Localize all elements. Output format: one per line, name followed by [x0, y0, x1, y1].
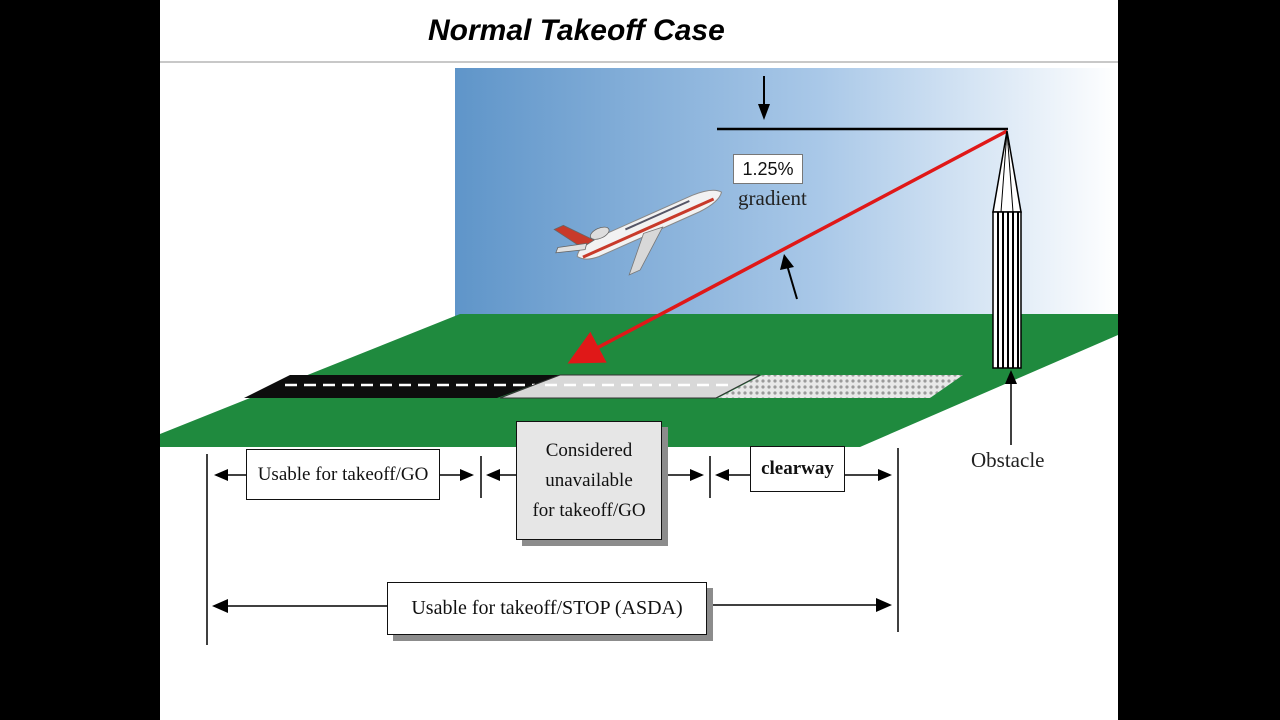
dimension-lines [206, 448, 899, 645]
title-divider [160, 61, 1118, 63]
usable-takeoff-go-box: Usable for takeoff/GO [246, 449, 440, 500]
gradient-label: gradient [738, 186, 807, 210]
considered-unavailable-box: Considered unavailable for takeoff/GO [516, 421, 662, 540]
asda-box: Usable for takeoff/STOP (ASDA) [387, 582, 707, 635]
down-arrow-icon [758, 104, 770, 120]
flight-path-line [567, 129, 1008, 364]
obstacle-tower [992, 130, 1022, 369]
slide: Normal Takeoff Case [160, 0, 1118, 720]
unavailable-line-2: unavailable [545, 469, 633, 491]
obstacle-label: Obstacle [971, 448, 1045, 472]
clearway-area [718, 375, 963, 398]
stopway [499, 374, 761, 399]
takeoff-diagram [160, 68, 1118, 645]
airplane-icon [553, 189, 723, 276]
unavailable-line-1: Considered [545, 439, 633, 461]
up-arrow-icon [1005, 370, 1017, 384]
up-arrow-icon [780, 254, 794, 270]
clearway-box: clearway [750, 446, 845, 492]
slide-title: Normal Takeoff Case [428, 14, 725, 47]
gradient-value: 1.25% [733, 154, 803, 184]
runway [244, 375, 560, 398]
gradient-bottom-arrow-shaft [786, 264, 798, 300]
unavailable-line-3: for takeoff/GO [532, 499, 646, 521]
